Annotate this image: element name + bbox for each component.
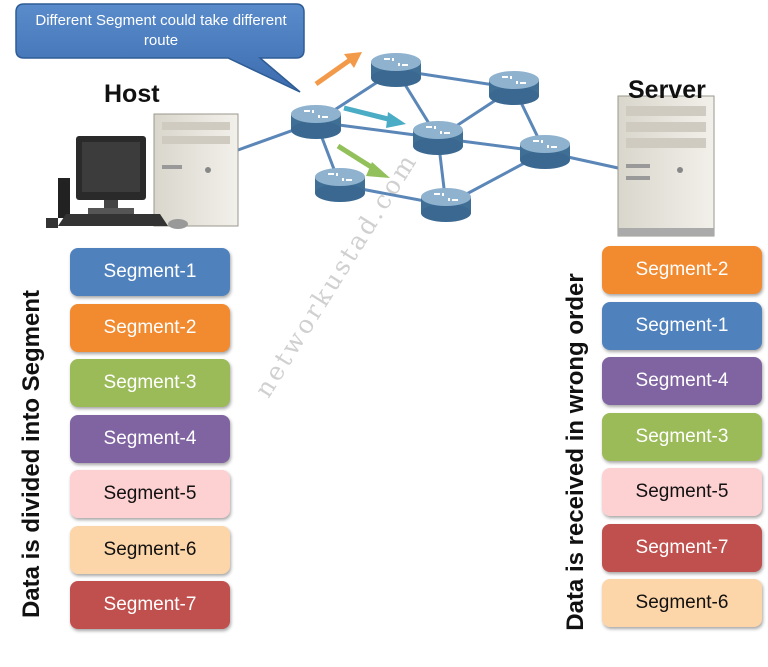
right-caption: Data is received in wrong order	[562, 273, 589, 631]
server-tower-icon	[617, 95, 715, 237]
received-segment-box: Segment-7	[602, 523, 762, 572]
left-caption: Data is divided into Segment	[18, 289, 45, 619]
callout-text: Different Segment could take different r…	[35, 12, 287, 49]
callout-bubble	[15, 3, 305, 93]
sent-segment-box: Segment-1	[70, 248, 230, 296]
received-segment-box: Segment-4	[602, 357, 762, 405]
host-computer-icon	[46, 113, 239, 229]
sent-segment-box: Segment-7	[70, 581, 230, 629]
received-segment-box: Segment-2	[602, 246, 762, 294]
received-segment-box: Segment-5	[602, 468, 762, 516]
received-segment-box: Segment-3	[602, 412, 762, 461]
sent-segment-box: Segment-6	[70, 525, 230, 574]
sent-segment-box: Segment-4	[70, 414, 230, 463]
sent-segment-box: Segment-5	[70, 470, 230, 518]
received-segment-box: Segment-6	[602, 579, 762, 627]
router-icon	[291, 53, 570, 222]
server-label: Server	[628, 76, 706, 104]
sent-segment-box: Segment-2	[70, 303, 230, 352]
sent-segment-box: Segment-3	[70, 359, 230, 407]
route-arrows	[314, 52, 406, 178]
received-segment-box: Segment-1	[602, 301, 762, 350]
host-label: Host	[104, 80, 160, 108]
